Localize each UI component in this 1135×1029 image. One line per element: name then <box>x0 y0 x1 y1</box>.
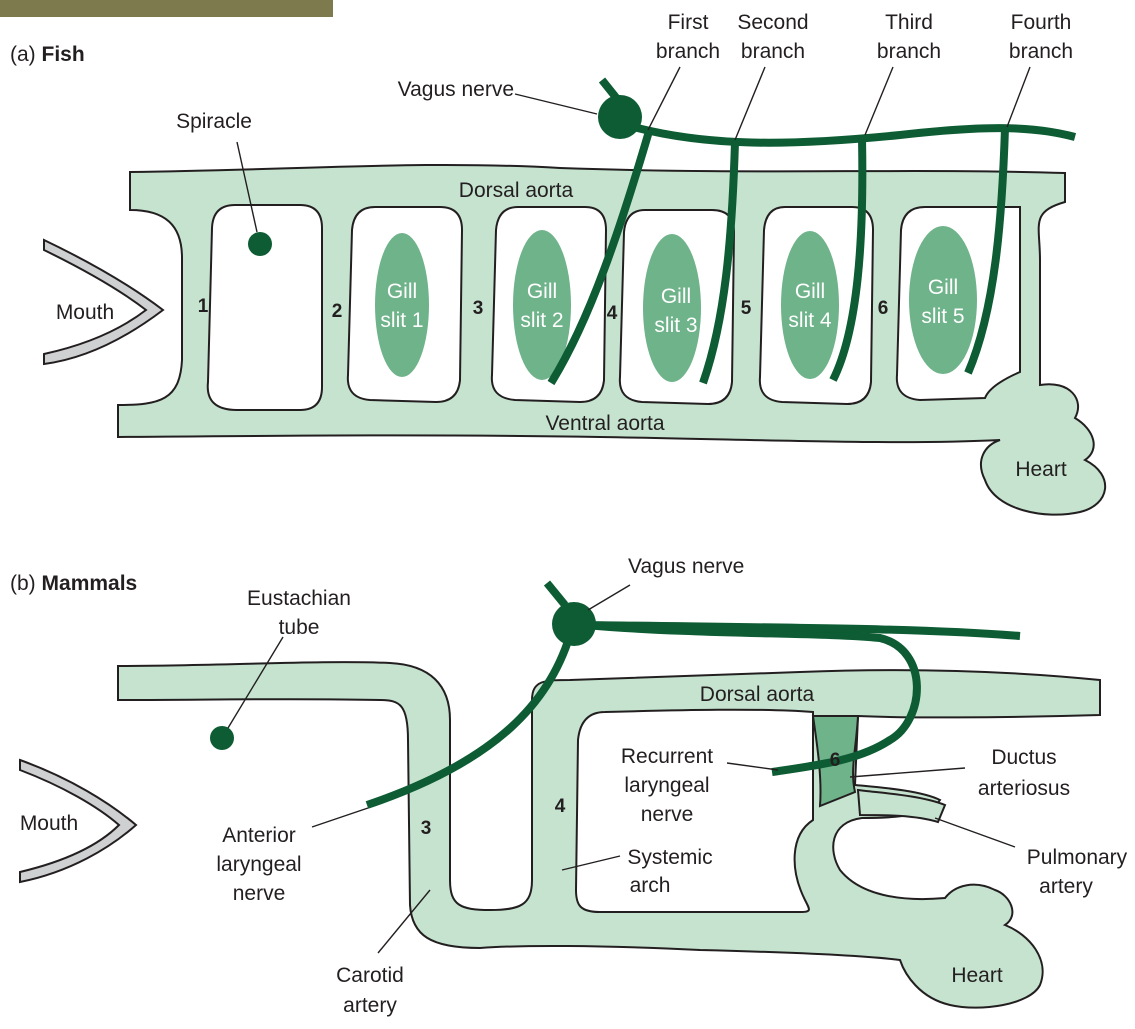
label-mouth-b: Mouth <box>20 812 78 835</box>
label-heart-a: Heart <box>1015 458 1067 481</box>
label-carotid-2: artery <box>343 994 397 1017</box>
vagus-ganglion <box>598 95 642 139</box>
label-heart-b: Heart <box>951 964 1003 987</box>
panel-fish: (a) Fish Gill slit 1 Gill slit 2 Gill sl… <box>10 11 1105 515</box>
panel-a-title: (a) Fish <box>10 43 85 66</box>
gill-slit-1 <box>375 233 429 377</box>
label-pulmonary-1: Pulmonary <box>1027 846 1128 869</box>
gill-slit-2-label-2: slit 2 <box>520 309 563 332</box>
label-fourth-2: branch <box>1009 40 1073 63</box>
arch-number-6: 6 <box>878 298 889 319</box>
label-first-2: branch <box>656 40 720 63</box>
label-anterior-3: nerve <box>233 882 286 905</box>
label-eustachian-2: tube <box>279 616 320 639</box>
arch-number-4-b: 4 <box>555 796 566 817</box>
arch-number-5: 5 <box>741 298 752 319</box>
thumbnail-image <box>0 0 333 17</box>
gill-slit-4-label-1: Gill <box>795 280 825 303</box>
leader-vagus-b <box>588 585 630 610</box>
label-anterior-2: laryngeal <box>216 853 301 876</box>
leader-fourth-branch <box>1007 67 1030 127</box>
label-mouth-a: Mouth <box>56 301 114 324</box>
leader-first-branch <box>648 67 680 130</box>
leader-vagus-a <box>515 94 597 114</box>
label-second-2: branch <box>741 40 805 63</box>
leader-ductus <box>850 768 965 777</box>
label-vagus-nerve-a: Vagus nerve <box>398 78 514 101</box>
vagus-nerve-stub-b <box>547 583 565 605</box>
label-anterior-1: Anterior <box>222 824 296 847</box>
label-recurrent-3: nerve <box>641 803 694 826</box>
arch-number-4: 4 <box>607 303 618 324</box>
eustachian-tube-dot <box>210 726 234 750</box>
leader-second-branch <box>735 67 765 140</box>
label-third-2: branch <box>877 40 941 63</box>
label-second-1: Second <box>737 11 808 34</box>
gill-slit-1-label-2: slit 1 <box>380 309 423 332</box>
arch-number-2: 2 <box>332 301 343 322</box>
label-vagus-nerve-b: Vagus nerve <box>628 555 744 578</box>
arch-number-3: 3 <box>473 298 484 319</box>
arch-number-1: 1 <box>198 296 209 317</box>
gill-slit-5-label-1: Gill <box>928 276 958 299</box>
label-spiracle: Spiracle <box>176 110 252 133</box>
leader-anterior-laryngeal <box>312 808 368 827</box>
label-fourth-1: Fourth <box>1011 11 1072 34</box>
arch-number-6-b: 6 <box>830 750 841 771</box>
label-ventral-aorta: Ventral aorta <box>545 412 664 435</box>
label-eustachian-1: Eustachian <box>247 587 351 610</box>
gill-slit-4 <box>781 231 839 379</box>
label-recurrent-2: laryngeal <box>624 774 709 797</box>
gill-slit-1-label-1: Gill <box>387 280 417 303</box>
label-pulmonary-2: artery <box>1039 875 1093 898</box>
label-systemic-2: arch <box>630 874 671 897</box>
gill-slit-5-label-2: slit 5 <box>921 305 964 328</box>
label-ductus-2: arteriosus <box>978 777 1070 800</box>
systemic-arch-hole <box>576 710 813 912</box>
gill-slit-5 <box>909 226 977 374</box>
panel-b-title: (b) Mammals <box>10 572 137 595</box>
label-ductus-1: Ductus <box>991 746 1056 769</box>
panel-mammals: (b) Mammals 3 4 6 Vagus nerve <box>10 555 1128 1017</box>
label-dorsal-aorta-b: Dorsal aorta <box>700 683 815 706</box>
arch-number-3-b: 3 <box>421 818 432 839</box>
label-first-1: First <box>668 11 709 34</box>
label-recurrent-1: Recurrent <box>621 745 713 768</box>
label-carotid-1: Carotid <box>336 964 404 987</box>
gill-slit-4-label-2: slit 4 <box>788 309 832 332</box>
spiracle-dot <box>248 232 272 256</box>
gill-slit-3-label-1: Gill <box>661 285 691 308</box>
gill-slit-3 <box>643 234 701 382</box>
leader-pulmonary <box>935 818 1015 847</box>
gill-slit-3-label-2: slit 3 <box>654 314 697 337</box>
label-dorsal-aorta-a: Dorsal aorta <box>459 179 574 202</box>
leader-third-branch <box>865 67 893 135</box>
label-systemic-1: Systemic <box>627 846 712 869</box>
label-third-1: Third <box>885 11 933 34</box>
gill-slit-2-label-1: Gill <box>527 280 557 303</box>
